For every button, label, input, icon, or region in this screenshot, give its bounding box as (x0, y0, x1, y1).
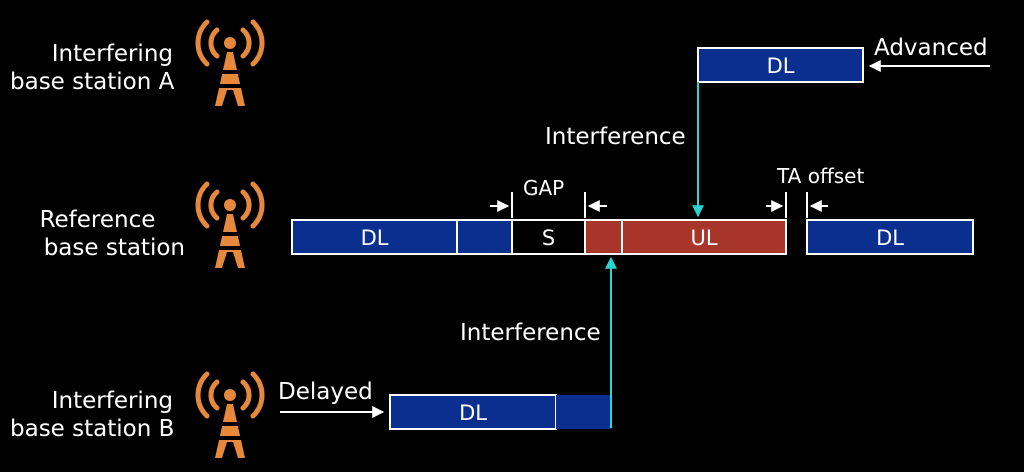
ref-s-frame (511, 219, 586, 255)
tower-a-icon (198, 22, 262, 106)
station-b-line1: Interfering (51, 388, 173, 414)
b-dl-tail (556, 395, 612, 429)
ref-dl2-text: DL (876, 226, 904, 250)
ref-s-text: S (541, 226, 556, 250)
station-ref-line2: base station (43, 235, 185, 261)
station-b-label: Interfering base station B (10, 387, 175, 443)
station-ref-label: Reference base station (10, 206, 185, 262)
ref-dl-frame (291, 219, 458, 255)
ref-ul-head (584, 219, 623, 255)
interference-bottom-label: Interference (460, 320, 601, 346)
b-dl-text: DL (459, 401, 487, 425)
ref-ul-frame (621, 219, 787, 255)
a-dl-text: DL (766, 54, 795, 78)
a-dl-frame (697, 47, 864, 83)
station-b-line2: base station B (10, 416, 175, 442)
tower-b-icon (198, 374, 262, 458)
ref-dl-tail (456, 219, 513, 255)
gap-label: GAP (523, 176, 565, 200)
station-ref-line1: Reference (39, 207, 156, 233)
advanced-label: Advanced (874, 35, 988, 61)
station-a-line1: Interfering (51, 41, 173, 67)
ref-dl2-frame (806, 219, 974, 255)
ref-ul-text: UL (690, 226, 718, 250)
interference-top-label: Interference (545, 124, 686, 150)
b-dl-frame (389, 394, 557, 430)
ta-offset-label: TA offset (777, 164, 865, 188)
tower-ref-icon (198, 184, 262, 268)
delayed-label: Delayed (278, 379, 373, 405)
station-a-line2: base station A (10, 69, 175, 95)
station-a-label: Interfering base station A (10, 40, 175, 96)
ref-dl-text: DL (360, 226, 389, 250)
